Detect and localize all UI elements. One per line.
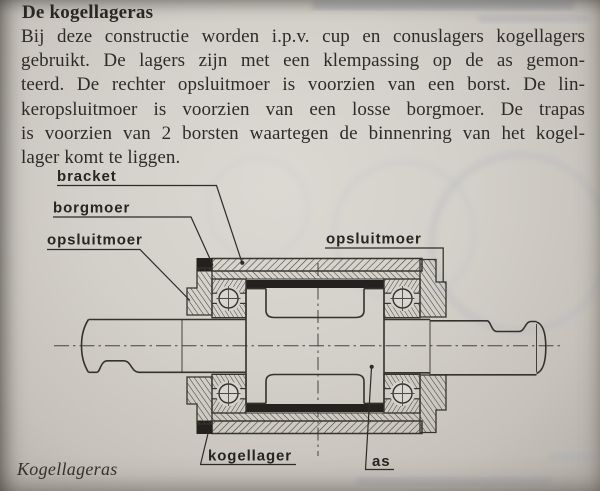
label-kogellager: kogellager: [208, 448, 292, 465]
figure-caption: Kogellageras: [17, 459, 118, 479]
ball-center-mark: [390, 381, 415, 406]
ball-center-mark: [390, 286, 415, 311]
shaft-right-end-cap: [536, 321, 547, 375]
label-borgmoer: borgmoer: [53, 200, 130, 217]
label-as: as: [372, 453, 391, 470]
label-opsluitmoer-right: opsluitmoer: [326, 231, 422, 248]
paragraph-line: lager komt te liggen.: [21, 147, 181, 169]
ghost-text-bar: [356, 477, 552, 486]
shaft-neck-top: [265, 288, 365, 319]
bearing-top-right: [383, 278, 421, 319]
cup-sleeve-bottom-section: [211, 412, 421, 422]
paragraph-line: is voorzien van 2 borsten waartegen de b…: [21, 122, 585, 144]
ghost-text-bar: [478, 15, 590, 23]
shaft-neck-bottom: [265, 373, 365, 404]
right-nut-bottom-section: [419, 374, 447, 434]
section-heading: De kogellageras: [22, 2, 154, 23]
bearing-bottom-left: [211, 373, 247, 414]
as-leader-dot: [369, 364, 374, 369]
spacer-tube-bottom-section: [246, 404, 384, 412]
bearing-top-left: [211, 278, 247, 319]
bearing-bottom-right: [383, 373, 421, 414]
left-nut-top-section: [186, 267, 213, 316]
paragraph-line: gebruikt. De lagers zijn met een klempas…: [21, 50, 585, 72]
ghost-circle: [206, 156, 310, 260]
leader-lines: [47, 184, 444, 471]
shaft-right-top-edge-with-notch: [430, 320, 537, 333]
shaft-left-bottom-edge-with-cotter-notch: [88, 360, 246, 374]
spacer-tube-top-section: [246, 280, 384, 288]
shell-tube-bottom-section: [211, 420, 423, 435]
figure-labels: bracket borgmoer opsluitmoer opsluitmoer…: [47, 168, 422, 470]
borgmoer-leader-line: [53, 216, 214, 266]
ball-bearings: [211, 278, 421, 414]
opsluitmoer-left-leader-line: [47, 248, 191, 301]
ghost-text-bar: [312, 1, 574, 10]
paragraph-line: Bij deze constructie worden i.p.v. cup e…: [21, 26, 585, 47]
label-bracket: bracket: [57, 168, 117, 185]
bracket-leader-line: [57, 184, 243, 263]
opsluitmoer-right-leader-line: [325, 247, 444, 282]
shaft: [80, 287, 547, 405]
bracket-leader-dot: [240, 260, 245, 265]
left-nut-bottom-section: [186, 376, 213, 425]
shaft-right-seat-edges: [384, 318, 430, 374]
shaft-left-end-cap: [80, 319, 90, 373]
spacer-tube: [246, 280, 384, 412]
ghost-text-bar: [548, 452, 596, 462]
right-nut-top-section: [419, 258, 447, 318]
kogellager-leader-line: [199, 431, 296, 466]
as-leader-line: [364, 367, 394, 471]
ghost-circle: [428, 151, 600, 335]
ball-center-mark: [216, 381, 241, 406]
cup-sleeve-top-section: [211, 270, 421, 280]
body-paragraph: Bij deze constructie worden i.p.v. cup e…: [21, 25, 585, 170]
centerlines: [54, 263, 562, 456]
label-opsluitmoer-left: opsluitmoer: [47, 232, 143, 249]
shell-tube-top-section: [211, 257, 423, 272]
shaft-collars: [245, 287, 385, 405]
left-opsluitmoer-nut: [186, 267, 213, 425]
ball-center-mark: [216, 286, 241, 311]
paragraph-line: keropsluitmoer is voorzien van een losse…: [21, 98, 585, 120]
paragraph-line: teerd. De rechter opsluitmoer is voorzie…: [21, 74, 585, 96]
